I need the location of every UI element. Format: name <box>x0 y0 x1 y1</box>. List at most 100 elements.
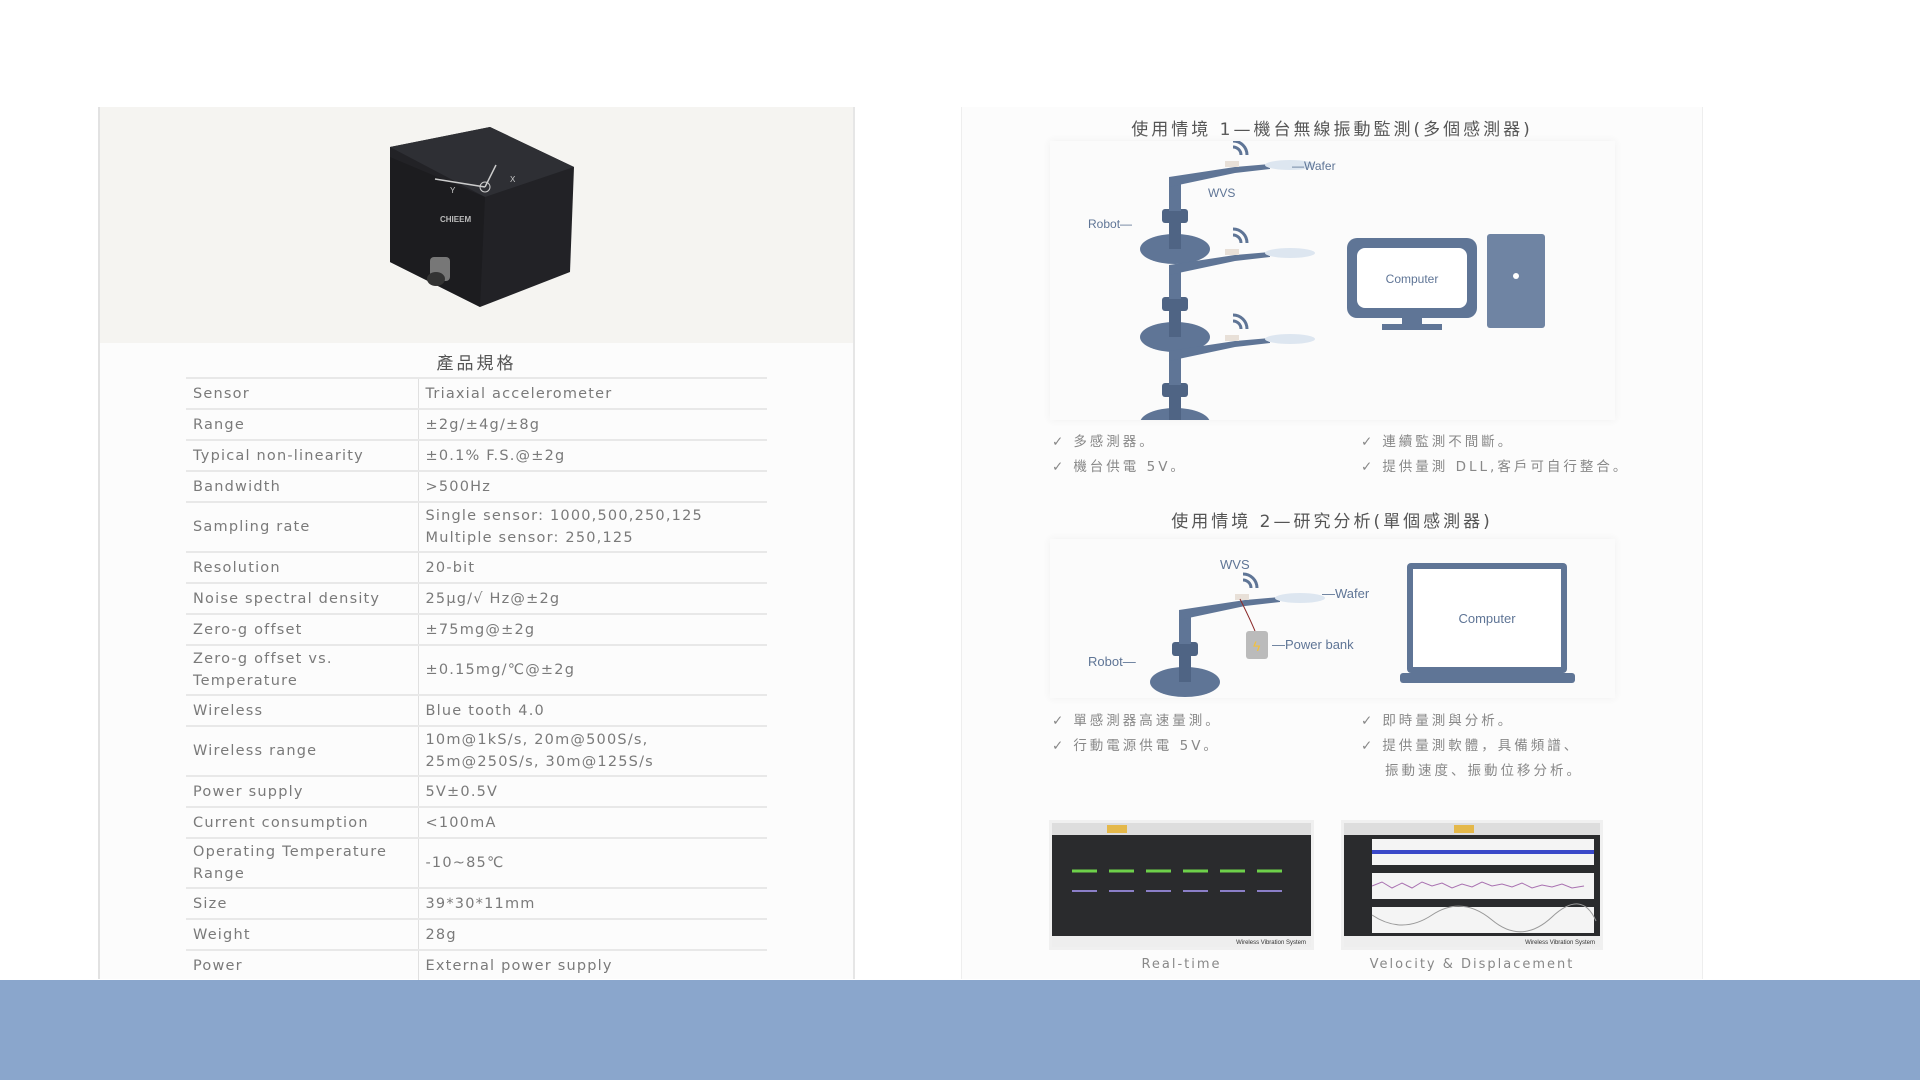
check-icon: ✓ <box>1052 713 1064 729</box>
scenario2-bullets-left: ✓單感測器高速量測。 ✓行動電源供電 5V。 <box>1052 709 1222 759</box>
spec-row: Range ±2g/±4g/±8g <box>186 408 767 440</box>
spec-value: -10~85℃ <box>418 837 767 888</box>
spec-value-text: ±75mg@±2g <box>425 621 536 638</box>
check-icon: ✓ <box>1052 738 1064 754</box>
check-icon: ✓ <box>1361 459 1373 475</box>
spec-value-text: Single sensor: 1000,500,250,125 <box>425 508 703 524</box>
wafer-label: —Wafer <box>1292 159 1336 173</box>
spec-value-text: ±2g/±4g/±8g <box>425 416 541 433</box>
axis-x-label: X <box>510 175 516 184</box>
power-bank-graphic <box>1246 631 1268 659</box>
spec-label: Wireless <box>186 694 419 726</box>
spec-label: Resolution <box>186 551 419 583</box>
check-icon: ✓ <box>1052 434 1064 450</box>
scenario2-title: 使用情境 2—研究分析(單個感測器) <box>1171 512 1493 532</box>
spec-label-text: Range <box>193 416 245 433</box>
spec-label-text: Wireless range <box>193 743 318 759</box>
spec-label-text: Operating Temperature <box>193 844 388 860</box>
screenshot-footer: Wireless Vibration System <box>1236 940 1306 946</box>
spec-label-text: Noise spectral density <box>193 590 381 607</box>
spec-value: 5V±0.5V <box>418 775 767 807</box>
bullet-text: 提供量測軟體，具備頻譜、 <box>1382 738 1581 754</box>
spec-value-text: 20-bit <box>425 559 476 576</box>
spec-label: Noise spectral density <box>186 582 419 614</box>
spec-value: <100mA <box>418 806 767 838</box>
spec-label: Sampling rate <box>186 501 419 552</box>
spec-row: Typical non-linearity ±0.1% F.S.@±2g <box>186 439 767 471</box>
realtime-screenshot: Wireless Vibration System <box>1049 820 1314 950</box>
spec-value: External power supply <box>418 949 767 982</box>
spec-row: Wireless range 10m@1kS/s, 20m@500S/s, 25m@… <box>186 725 767 776</box>
spec-value: Triaxial accelerometer <box>418 377 767 409</box>
spec-value: 28g <box>418 918 767 950</box>
robot-label: Robot— <box>1088 654 1136 669</box>
spec-row: Weight 28g <box>186 918 767 950</box>
spec-row: Noise spectral density 25μg/√ Hz@±2g <box>186 582 767 614</box>
spec-value-text: 28g <box>425 926 457 943</box>
spec-label-text: Typical non-linearity <box>193 447 364 464</box>
spec-row: Current consumption<100mA <box>186 806 767 838</box>
spec-row: Wireless Blue tooth 4.0 <box>186 694 767 726</box>
spec-row: Sensor Triaxial accelerometer <box>186 377 767 409</box>
product-photo: X Y CHIEEM <box>100 107 853 343</box>
power-bank-label: —Power bank <box>1272 637 1354 652</box>
spec-value-text: -10~85℃ <box>425 855 505 871</box>
spec-value: 39*30*11mm <box>418 887 767 919</box>
check-icon: ✓ <box>1052 459 1064 475</box>
bullet-text: 即時量測與分析。 <box>1382 713 1515 729</box>
spec-label: Sensor <box>186 377 419 409</box>
spec-label: Wireless range <box>186 725 419 776</box>
check-icon: ✓ <box>1361 738 1373 754</box>
spec-value-text: 10m@1kS/s, 20m@500S/s, <box>425 732 649 748</box>
spec-value-text: 39*30*11mm <box>425 895 536 912</box>
spec-label: Weight <box>186 918 419 950</box>
spec-label: Zero-g offset <box>186 613 419 645</box>
spec-value-text: Triaxial accelerometer <box>425 385 613 402</box>
spec-label-text: Bandwidth <box>193 478 281 495</box>
spec-label-text: Size <box>193 895 228 912</box>
robot-1-graphic <box>1138 139 1317 266</box>
spec-value-text: Blue tooth 4.0 <box>425 702 545 719</box>
bullet-text: 連續監測不間斷。 <box>1382 434 1515 450</box>
bullet-text: 行動電源供電 5V。 <box>1073 738 1220 754</box>
computer-label: Computer <box>1458 611 1516 626</box>
check-icon: ✓ <box>1361 713 1373 729</box>
velocity-screenshot: Wireless Vibration System <box>1341 820 1603 950</box>
bullet-text: 機台供電 5V。 <box>1073 459 1187 475</box>
spec-value-text: <100mA <box>425 814 497 831</box>
spec-label-text: Range <box>193 866 245 882</box>
scenario1-bullets-right: ✓連續監測不間斷。 ✓提供量測 DLL,客戶可自行整合。 <box>1361 430 1629 480</box>
spec-label: Power <box>186 949 419 982</box>
spec-value-text: 25μg/√ Hz@±2g <box>425 590 561 607</box>
spec-label: Typical non-linearity <box>186 439 419 471</box>
wvs-label: WVS <box>1220 557 1250 572</box>
check-icon: ✓ <box>1361 434 1373 450</box>
computer-label: Computer <box>1386 272 1439 286</box>
spec-label-text: Sampling rate <box>193 519 311 535</box>
spec-value: ±0.1% F.S.@±2g <box>418 439 767 471</box>
spec-value-text: 25m@250S/s, 30m@125S/s <box>425 754 654 770</box>
spec-label: Zero-g offset vs.Temperature <box>186 644 419 695</box>
spec-label-text: Zero-g offset <box>193 621 303 638</box>
pc-tower-graphic <box>1487 234 1545 328</box>
spec-value: 20-bit <box>418 551 767 583</box>
spec-value: Blue tooth 4.0 <box>418 694 767 726</box>
spec-label-text: Weight <box>193 926 251 943</box>
spec-label: Range <box>186 408 419 440</box>
spec-label: Power supply <box>186 775 419 807</box>
axis-y-label: Y <box>450 186 456 195</box>
spec-row: Zero-g offset vs.Temperature±0.15mg/℃@±2… <box>186 644 767 695</box>
spec-row: Bandwidth >500Hz <box>186 470 767 502</box>
scenario2-diagram: WVS —Wafer ϟ —Power bank Robot— Computer <box>1050 539 1615 699</box>
spec-value-text: ±0.1% F.S.@±2g <box>425 447 566 464</box>
bottom-bar <box>0 980 1920 1080</box>
spec-value: >500Hz <box>418 470 767 502</box>
realtime-caption: Real-time <box>1141 957 1222 972</box>
scenario1-title: 使用情境 1—機台無線振動監測(多個感測器) <box>1131 120 1533 140</box>
bullet-text: 振動速度、振動位移分析。 <box>1385 763 1583 779</box>
spec-row: Zero-g offset ±75mg@±2g <box>186 613 767 645</box>
